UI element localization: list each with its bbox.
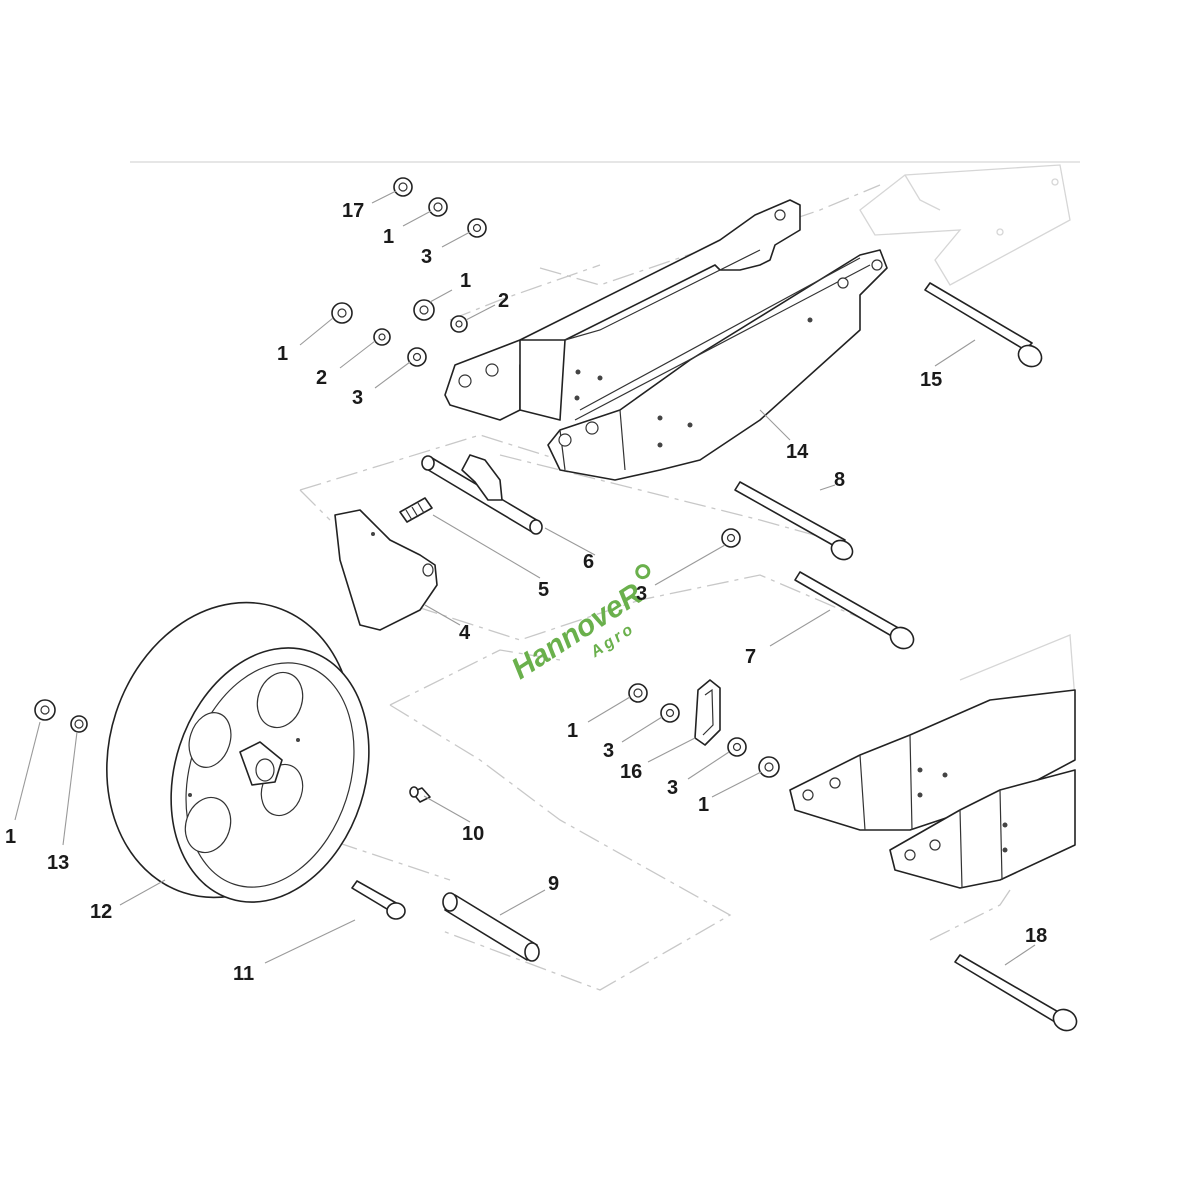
assembly-guide-lines (299, 184, 1011, 991)
callout-18: 18 (1025, 925, 1047, 947)
spring-5 (399, 497, 433, 523)
callout-1: 1 (5, 826, 16, 848)
washer-3-lower-b (727, 737, 747, 757)
pin-6 (421, 454, 543, 535)
frame-lower-right (789, 689, 1076, 889)
pin-9 (442, 892, 540, 962)
lockwasher-2-left (373, 328, 391, 346)
clip-16 (694, 679, 721, 746)
callout-17: 17 (342, 200, 364, 222)
callout-11: 11 (233, 963, 254, 985)
bolt-8 (734, 481, 854, 561)
bolt-7 (794, 571, 915, 650)
grease-nipple-10 (409, 786, 431, 803)
callout-1: 1 (383, 226, 394, 248)
callout-10: 10 (462, 823, 484, 845)
callout-labels: 17 1 3 1 2 1 2 3 15 14 8 6 5 3 4 7 1 3 1… (5, 200, 1047, 985)
frame-ghost-top-right (859, 164, 1071, 286)
callout-8: 8 (834, 469, 845, 491)
callout-2: 2 (316, 367, 327, 389)
washer-3-lower (660, 703, 680, 723)
callout-15: 15 (920, 369, 942, 391)
wheel-12 (106, 601, 370, 903)
callout-1: 1 (698, 794, 709, 816)
callout-16: 16 (620, 761, 642, 783)
callout-12: 12 (90, 901, 112, 923)
callout-7: 7 (745, 646, 756, 668)
nut-1-lower (628, 683, 648, 703)
nut-1-left (331, 302, 353, 324)
washer-3-left (407, 347, 427, 367)
bolt-18 (954, 954, 1078, 1032)
nut-1-mid (413, 299, 435, 321)
bolt-11 (351, 880, 406, 920)
washer-3-top (467, 218, 487, 238)
callout-13: 13 (47, 852, 69, 874)
nut-1-lower-b (758, 756, 780, 778)
callout-4: 4 (459, 622, 471, 644)
bolt-15 (924, 282, 1043, 368)
callout-5: 5 (538, 579, 549, 601)
fasteners (34, 177, 780, 778)
washer-3-mid (721, 528, 741, 548)
plate-4 (334, 509, 438, 631)
nut-17 (393, 177, 413, 197)
callout-1: 1 (460, 270, 471, 292)
callout-3: 3 (603, 740, 614, 762)
nut-1-top (428, 197, 448, 217)
callout-1: 1 (277, 343, 288, 365)
callout-1: 1 (567, 720, 578, 742)
callout-14: 14 (786, 441, 809, 463)
callout-3: 3 (352, 387, 363, 409)
leader-lines (14, 190, 1036, 966)
callout-2: 2 (498, 290, 509, 312)
callout-3: 3 (636, 583, 647, 605)
nut-1-wheel (34, 699, 56, 721)
arm-bracket (444, 199, 888, 481)
callout-3: 3 (667, 777, 678, 799)
lockwasher-2-mid (450, 315, 468, 333)
ring-13 (70, 715, 88, 733)
watermark-logo: HannoveR Agro (506, 564, 651, 686)
callout-3: 3 (421, 246, 432, 268)
callout-9: 9 (548, 873, 559, 895)
callout-6: 6 (583, 551, 594, 573)
